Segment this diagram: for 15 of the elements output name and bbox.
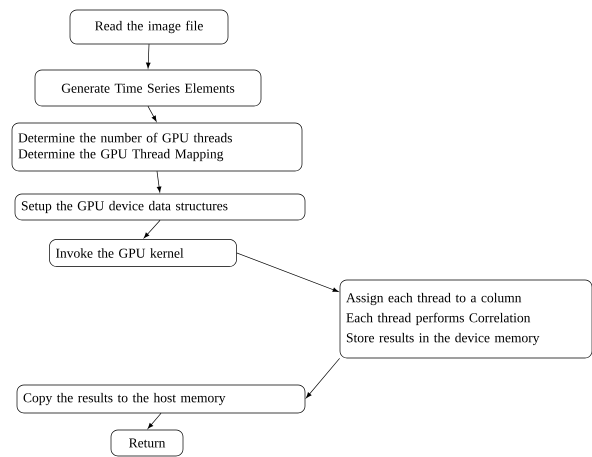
process-box: Copy the results to the host memory — [16, 384, 306, 414]
arrow — [146, 44, 151, 68]
process-box: Read the image file — [70, 10, 228, 44]
arrow — [148, 106, 157, 122]
arrow — [148, 412, 162, 429]
process-box: Determine the number of GPU threads Determine the GPU Thread Mapping — [12, 122, 302, 172]
process-box: Return — [110, 430, 184, 456]
arrow — [144, 220, 160, 238]
process-box: Invoke the GPU kernel — [49, 239, 237, 267]
arrow — [306, 358, 340, 398]
process-box: Assign each thread to a column Each thread performs Correlation Store results in the device memory — [340, 280, 592, 358]
arrow — [236, 252, 339, 292]
arrow — [156, 171, 162, 192]
process-box: Setup the GPU device data structures — [14, 194, 306, 220]
process-box: Generate Time Series Elements — [34, 70, 262, 106]
